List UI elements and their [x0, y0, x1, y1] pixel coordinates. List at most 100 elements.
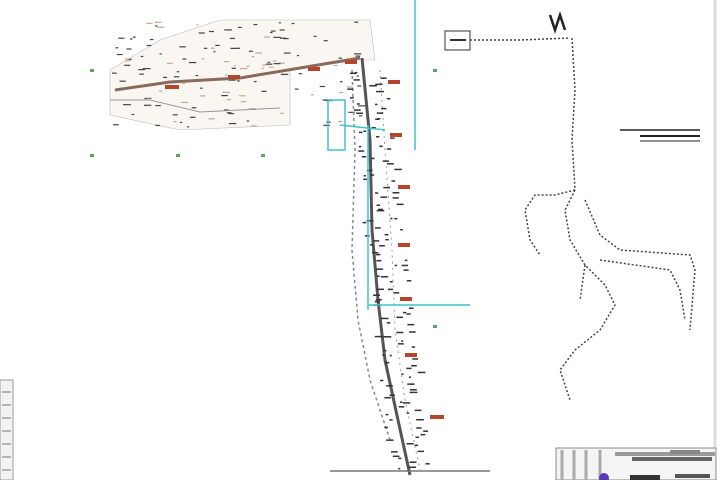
- cad-symbol: [386, 322, 391, 324]
- cad-symbol: [371, 251, 379, 254]
- cad-symbol: [376, 204, 381, 206]
- grid-marks: [90, 69, 437, 328]
- cad-symbol: [400, 229, 403, 231]
- cad-symbol: [409, 461, 417, 463]
- cad-symbol: [391, 180, 396, 182]
- cad-symbol: [375, 83, 383, 86]
- cad-symbol: [407, 383, 415, 385]
- cad-symbol: [376, 112, 384, 114]
- cad-symbol: [374, 300, 380, 303]
- cad-symbol: [374, 103, 378, 106]
- cad-symbol: [402, 311, 407, 314]
- cad-symbol: [415, 436, 419, 439]
- cad-symbol: [375, 118, 380, 120]
- cad-symbol: [390, 137, 395, 139]
- cad-symbol: [383, 186, 390, 189]
- cad-symbol: [402, 402, 411, 404]
- cad-symbol: [375, 299, 382, 301]
- cad-symbol: [350, 97, 354, 99]
- cad-symbol: [391, 451, 398, 453]
- cad-symbol: [387, 288, 394, 291]
- cad-symbol: [392, 192, 400, 194]
- cad-symbol: [390, 217, 393, 220]
- cad-symbol: [375, 268, 384, 270]
- title-block: [555, 447, 717, 480]
- cad-symbol: [381, 107, 387, 110]
- cad-symbol: [400, 401, 403, 403]
- cad-symbol: [375, 136, 380, 138]
- scale-bar: [620, 129, 700, 142]
- cad-symbol: [373, 294, 381, 297]
- main-route: [347, 57, 430, 476]
- cad-symbol: [406, 443, 414, 445]
- cad-symbol: [412, 358, 419, 360]
- cad-symbol: [416, 418, 424, 421]
- cad-symbol: [379, 145, 383, 147]
- cad-symbol: [389, 354, 392, 357]
- cad-symbol: [374, 227, 381, 229]
- cad-symbol: [380, 196, 388, 198]
- cad-symbol: [417, 371, 426, 374]
- cad-symbol: [396, 316, 403, 319]
- cad-symbol: [420, 433, 426, 436]
- cad-symbol: [382, 354, 385, 356]
- cad-symbol: [361, 156, 367, 158]
- cad-symbol: [389, 394, 395, 397]
- cad-symbol: [396, 331, 404, 334]
- cad-symbol: [369, 244, 374, 246]
- cad-symbol: [404, 259, 408, 262]
- cad-symbol: [425, 463, 430, 465]
- cad-symbol: [370, 174, 375, 176]
- cad-symbol: [353, 109, 361, 111]
- cad-symbol: [371, 127, 376, 129]
- cad-symbol: [392, 455, 400, 458]
- cad-symbol: [389, 419, 393, 421]
- cad-symbol: [409, 391, 418, 394]
- cad-symbol: [393, 292, 400, 294]
- cad-symbol: [356, 112, 364, 115]
- cad-symbol: [406, 313, 411, 315]
- cad-symbol: [387, 186, 390, 189]
- cad-symbol: [358, 150, 365, 152]
- cad-symbol: [376, 288, 384, 291]
- cad-symbol: [389, 280, 393, 283]
- cad-symbol: [358, 145, 362, 148]
- cad-symbol: [353, 79, 360, 81]
- cad-symbol: [363, 175, 366, 177]
- cad-symbol: [416, 427, 422, 429]
- cad-symbol: [347, 88, 354, 90]
- cad-symbol: [401, 340, 404, 342]
- cad-symbol: [371, 157, 375, 160]
- cad-symbol: [401, 264, 408, 267]
- cad-symbol: [386, 148, 392, 150]
- cad-symbol: [411, 365, 417, 367]
- cad-symbol: [423, 430, 429, 432]
- cad-symbol: [385, 238, 389, 241]
- cad-symbol: [376, 209, 385, 212]
- cad-symbol: [414, 444, 418, 447]
- cad-symbol: [401, 373, 404, 375]
- left-ruler: [0, 379, 14, 480]
- cad-symbol: [398, 457, 402, 460]
- cad-symbol: [369, 85, 377, 87]
- cad-symbol: [358, 131, 363, 134]
- cad-symbol: [406, 367, 412, 370]
- cad-symbol: [392, 197, 399, 199]
- cyan-boundary-lines: [327, 0, 470, 310]
- right-network: [470, 37, 696, 401]
- cad-symbol: [411, 346, 416, 348]
- upper-site-area: [109, 19, 444, 419]
- cad-symbol: [409, 331, 416, 333]
- cad-symbol: [373, 240, 380, 242]
- cad-symbol: [394, 168, 402, 171]
- cad-symbol: [381, 317, 389, 320]
- cad-symbol: [376, 259, 382, 262]
- cad-symbol: [417, 450, 424, 453]
- cad-symbol: [379, 379, 384, 382]
- cad-symbol: [386, 385, 393, 387]
- cad-symbol: [366, 220, 374, 222]
- cad-symbol: [350, 72, 357, 75]
- cad-symbol: [408, 376, 412, 378]
- cad-symbol: [409, 389, 417, 391]
